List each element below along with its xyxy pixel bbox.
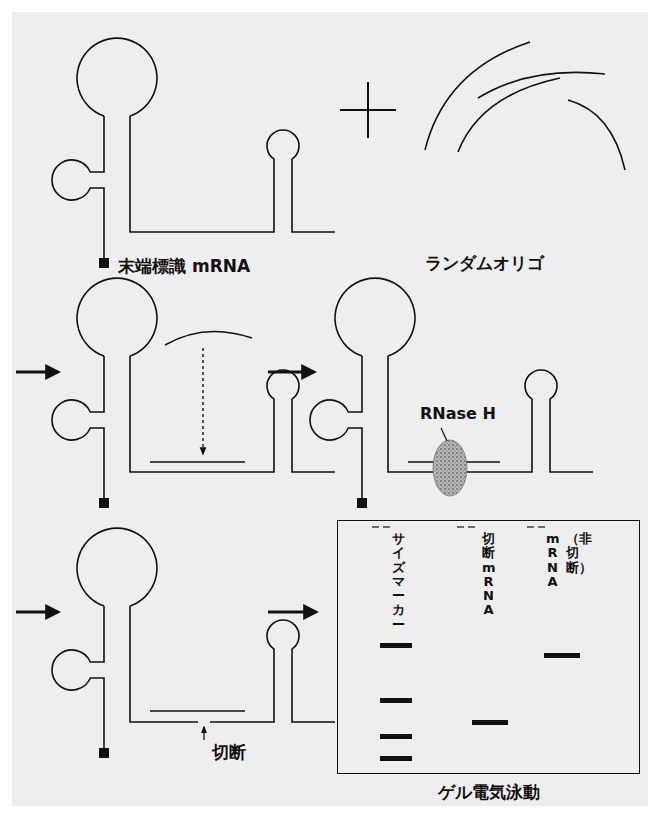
mrna-structure xyxy=(52,528,335,752)
plus-sign xyxy=(340,82,396,138)
cut-label: 切断 xyxy=(212,741,246,764)
oligo xyxy=(165,331,252,345)
bound-oligo xyxy=(150,710,245,712)
leader-line xyxy=(441,428,447,441)
dotted-arrow xyxy=(202,348,203,454)
gel-box: ゲル電気泳動 xyxy=(337,520,640,774)
end-label-mark xyxy=(357,498,367,508)
cut-arrow xyxy=(203,727,204,740)
mrna-structure xyxy=(52,278,335,502)
mrna-structure xyxy=(310,278,593,502)
ground xyxy=(12,12,648,806)
rnase-h-enzyme xyxy=(433,440,467,496)
end-label-mark xyxy=(99,258,109,268)
random-oligos xyxy=(425,42,625,170)
lane-label: サイズマーカー xyxy=(392,532,405,632)
end-label-mark xyxy=(99,498,109,508)
lane-label: mRNA xyxy=(546,532,559,589)
step-arrow xyxy=(16,372,316,612)
end-label-mark xyxy=(99,748,109,758)
gel-wells xyxy=(372,526,545,527)
enzyme-label: RNase H xyxy=(420,404,496,423)
mrna-label: 末端標識 mRNA xyxy=(118,255,250,278)
lane-label: 切断 mRNA xyxy=(482,532,495,618)
gel-bands xyxy=(380,643,580,761)
mrna-structure xyxy=(52,38,335,262)
gel-caption: ゲル電気泳動 xyxy=(338,781,639,804)
lane-label: （非切断） xyxy=(566,532,579,575)
oligo-label: ランダムオリゴ xyxy=(425,252,544,275)
bound-oligo xyxy=(150,461,245,463)
